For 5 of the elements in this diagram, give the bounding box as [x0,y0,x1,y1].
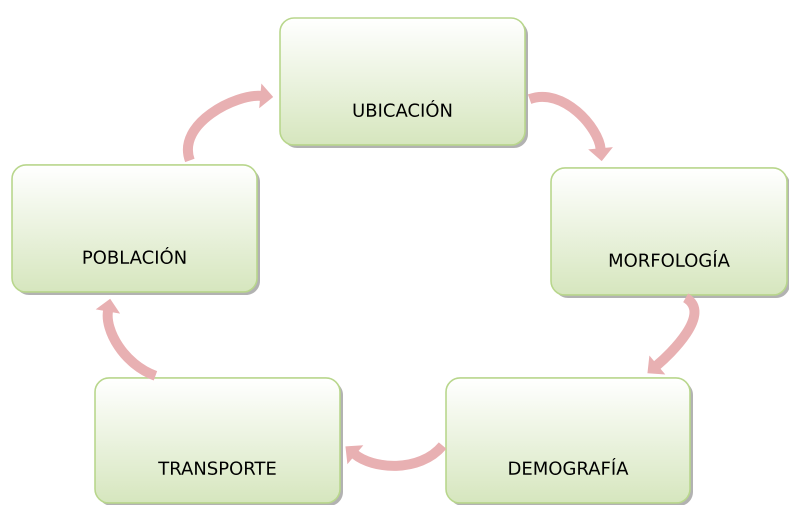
process-box: MORFOLOGÍA [550,167,789,298]
process-box: TRANSPORTE [94,377,343,505]
process-box: DEMOGRAFÍA [445,377,693,505]
process-box: POBLACIÓN [11,164,260,295]
process-box: UBICACIÓN [279,17,528,148]
